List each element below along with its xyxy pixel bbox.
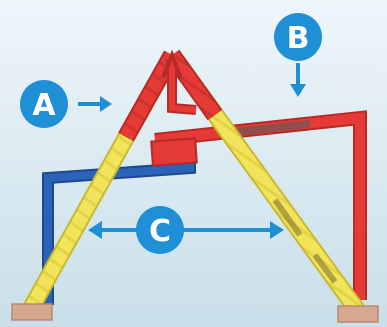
left-diagonal-member [22,50,180,315]
left-footing [11,303,53,321]
right-footing [337,305,379,323]
label-b-badge [274,13,322,61]
label-a-arrowhead [100,96,112,112]
label-b-text: B [287,21,310,56]
apex-post [161,49,197,115]
right-diagonal-member [164,49,365,316]
label-c-text: C [149,214,171,249]
label-a-badge [20,80,68,128]
label-c-badge [136,206,184,254]
label-b-callout: B [274,13,322,97]
label-c-callout: C [88,206,284,254]
label-a-text: A [32,88,56,123]
label-b-arrowhead [290,84,306,97]
span-arrowhead-right [270,221,284,239]
label-a-callout: A [20,80,112,128]
span-arrowhead-left [88,221,102,239]
